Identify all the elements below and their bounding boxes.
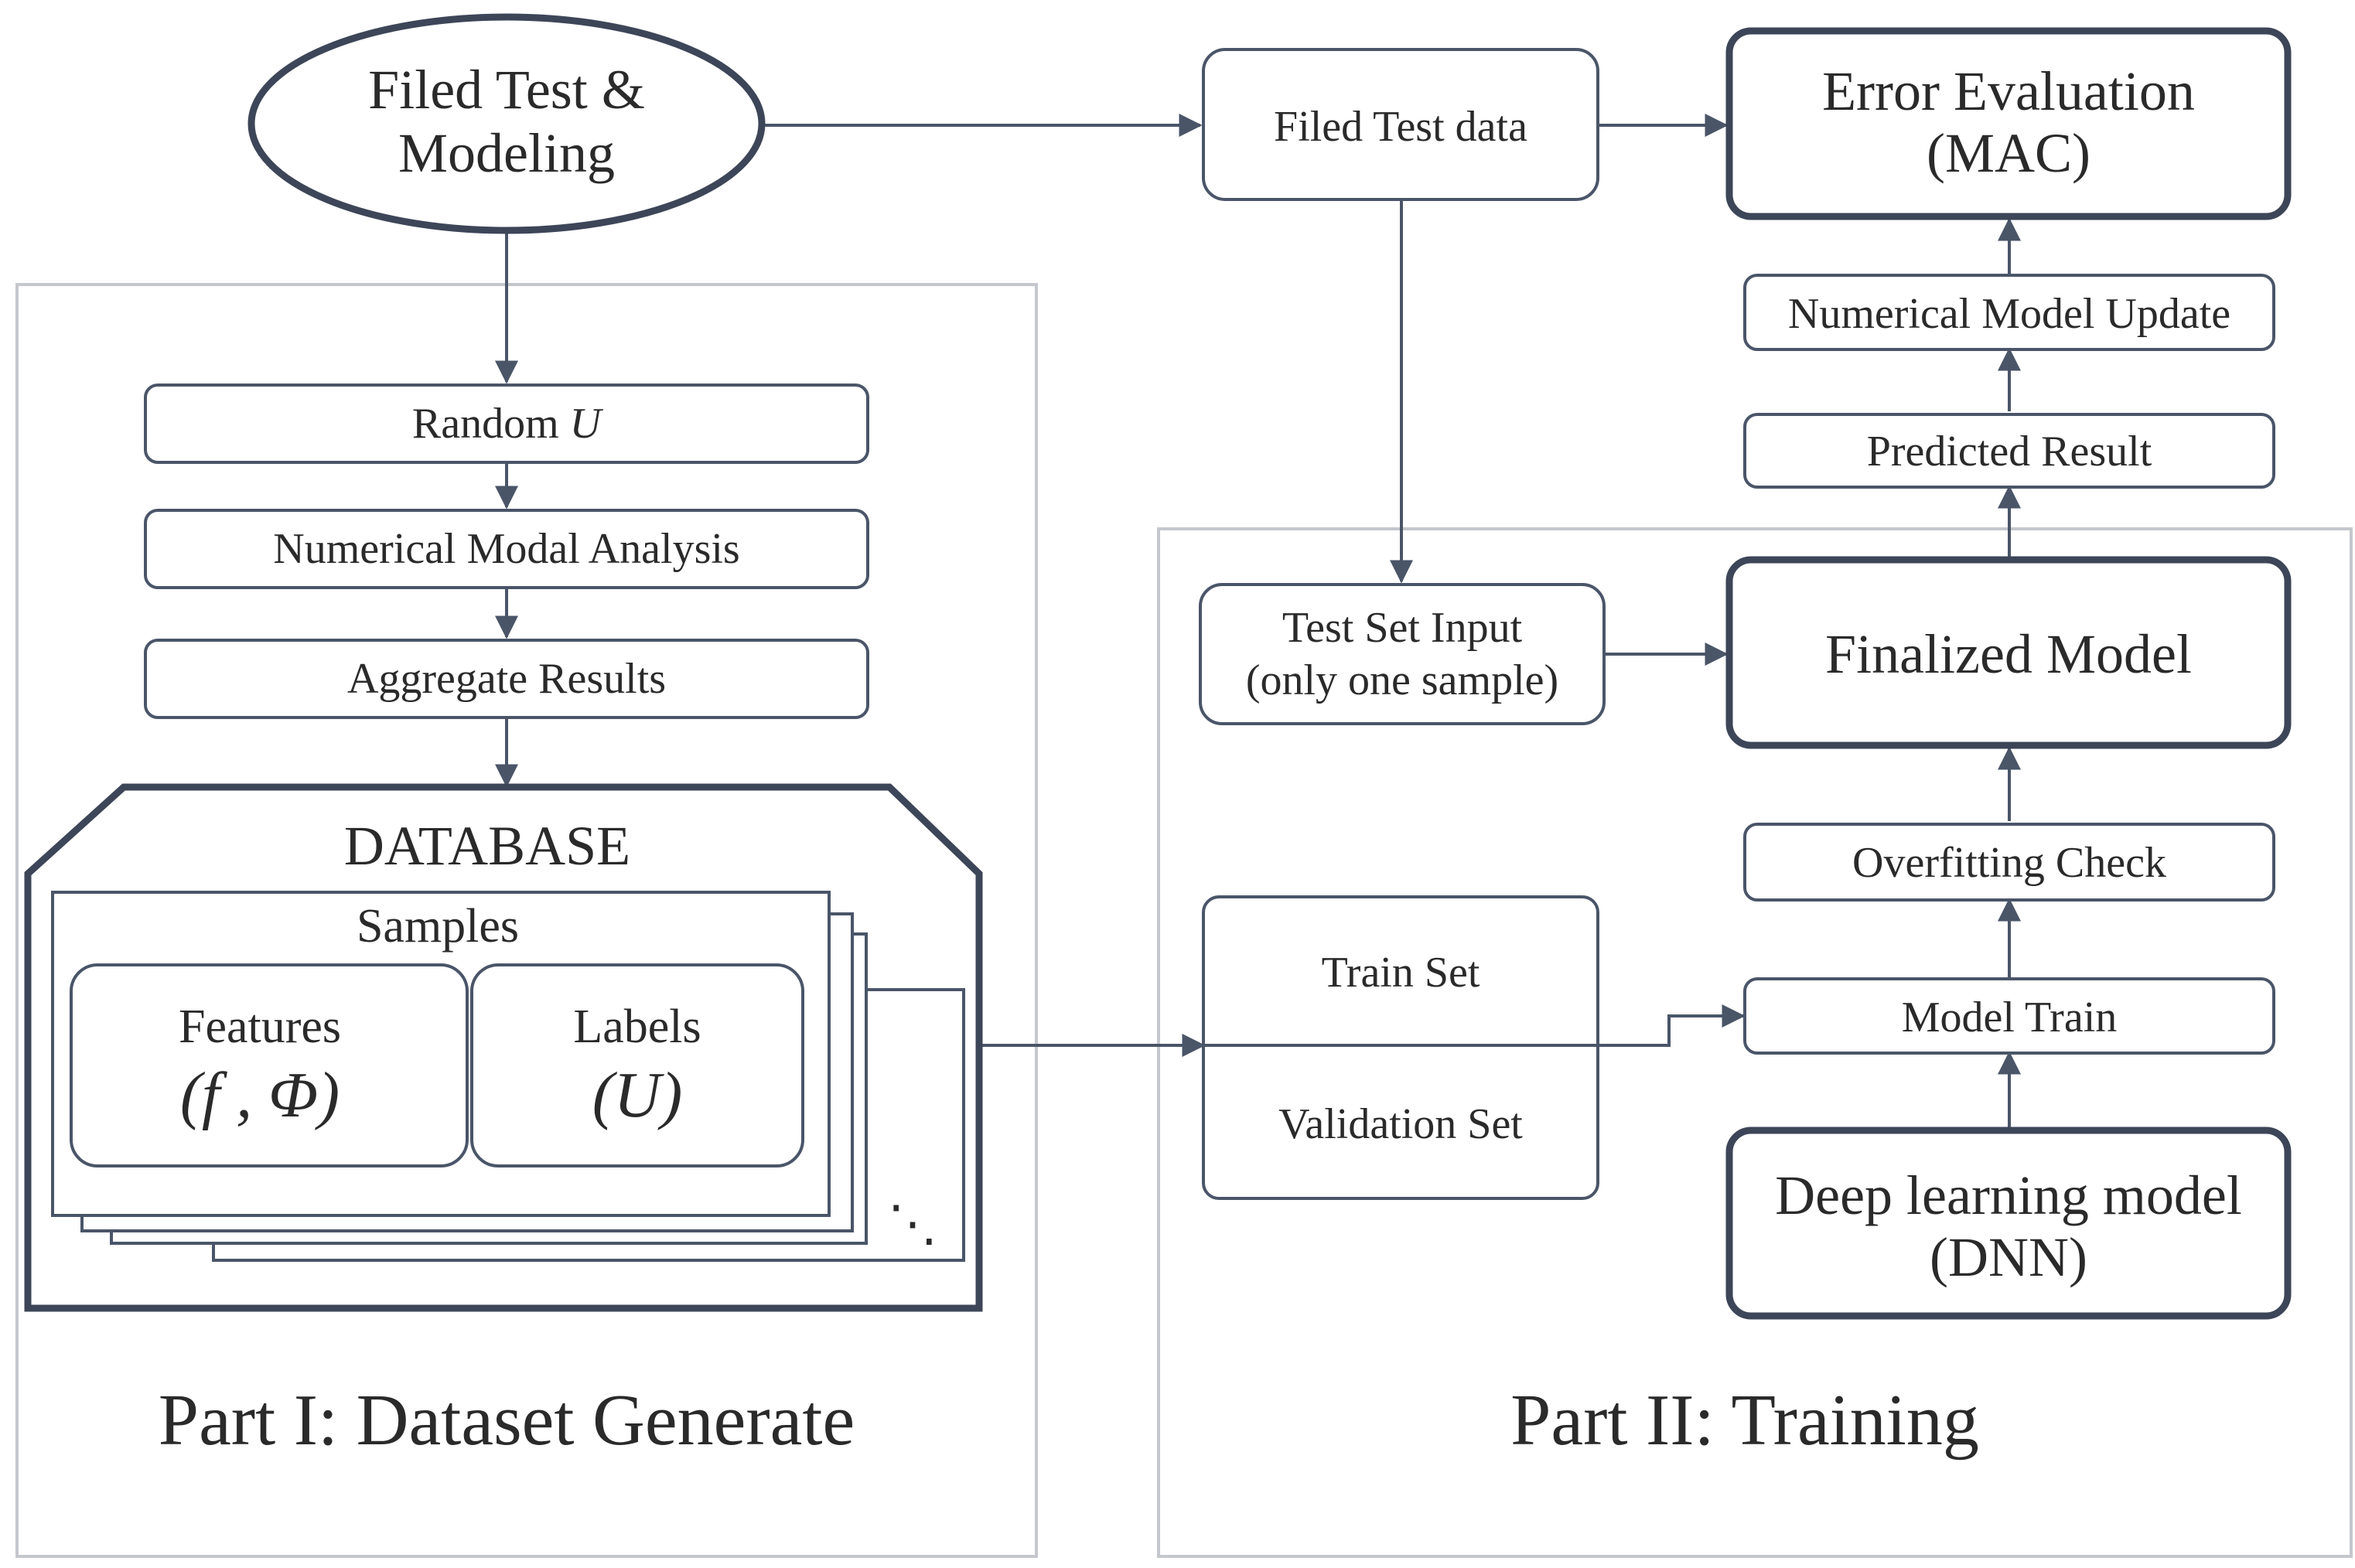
part2-frame: [1157, 527, 2353, 1558]
error-evaluation-line1: Error Evaluation: [1822, 60, 2195, 122]
arrow-trainset-to-modeltrain: [1598, 1004, 1746, 1047]
node-train-validation-sets: Train Set Validation Set: [1202, 895, 1599, 1200]
node-database: DATABASE Samples Features (f , Φ) Labels…: [24, 783, 983, 1312]
aggregate-results-label: Aggregate Results: [347, 655, 666, 703]
test-set-input-line1: Test Set Input: [1282, 604, 1523, 652]
model-train-label: Model Train: [1902, 994, 2118, 1041]
stack-ellipsis: ⋱: [888, 1196, 937, 1251]
part1-frame: [15, 283, 1038, 1558]
random-u-variable: U: [570, 400, 604, 448]
labels-label: Labels: [573, 1000, 701, 1053]
random-u-label: Random U: [412, 400, 604, 448]
node-numerical-modal-analysis: Numerical Modal Analysis: [144, 509, 869, 589]
deep-learning-model-line1: Deep learning model: [1775, 1164, 2242, 1226]
database-label: DATABASE: [344, 815, 630, 877]
part1-title: Part I: Dataset Generate: [159, 1380, 855, 1461]
node-finalized-model: Finalized Model: [1725, 556, 2292, 749]
predicted-result-label: Predicted Result: [1867, 428, 2152, 476]
numerical-modal-analysis-label: Numerical Modal Analysis: [273, 525, 739, 573]
finalized-model-label: Finalized Model: [1825, 623, 2192, 685]
train-set-label: Train Set: [1322, 949, 1480, 997]
numerical-model-update-label: Numerical Model Update: [1788, 290, 2230, 338]
overfitting-check-label: Overfitting Check: [1852, 839, 2166, 887]
random-u-prefix: Random: [412, 400, 570, 448]
node-deep-learning-model: Deep learning model (DNN): [1725, 1127, 2292, 1320]
node-field-test-data: Filed Test data: [1202, 48, 1599, 201]
node-field-test-modeling: Filed Test & Modeling: [247, 13, 766, 234]
connectors: [495, 114, 2021, 1127]
deep-learning-model-line2: (DNN): [1930, 1226, 2087, 1288]
node-error-evaluation: Error Evaluation (MAC): [1725, 27, 2292, 220]
part2-title: Part II: Training: [1510, 1380, 1979, 1461]
node-predicted-result: Predicted Result: [1743, 413, 2275, 489]
node-random-u: Random U: [144, 383, 869, 464]
features-card: Features (f , Φ): [70, 963, 469, 1167]
node-numerical-model-update: Numerical Model Update: [1743, 274, 2275, 351]
labels-math: (U): [592, 1059, 683, 1131]
node-aggregate-results: Aggregate Results: [144, 639, 869, 719]
field-test-modeling-line2: Modeling: [398, 122, 615, 184]
features-label: Features: [179, 1000, 341, 1053]
sample-stack: Samples Features (f , Φ) Labels (U) ⋱: [51, 891, 965, 1262]
node-test-set-input: Test Set Input (only one sample): [1199, 583, 1606, 725]
test-set-input-line2: (only one sample): [1246, 656, 1558, 704]
features-math: (f , Φ): [180, 1059, 340, 1131]
node-model-train: Model Train: [1743, 977, 2275, 1055]
samples-label: Samples: [357, 900, 519, 953]
error-evaluation-line2: (MAC): [1927, 122, 2090, 184]
field-test-data-label: Filed Test data: [1274, 103, 1527, 151]
validation-set-label: Validation Set: [1278, 1100, 1523, 1148]
node-overfitting-check: Overfitting Check: [1743, 823, 2275, 902]
labels-card: Labels (U): [470, 963, 804, 1167]
field-test-modeling-line1: Filed Test &: [368, 59, 645, 121]
